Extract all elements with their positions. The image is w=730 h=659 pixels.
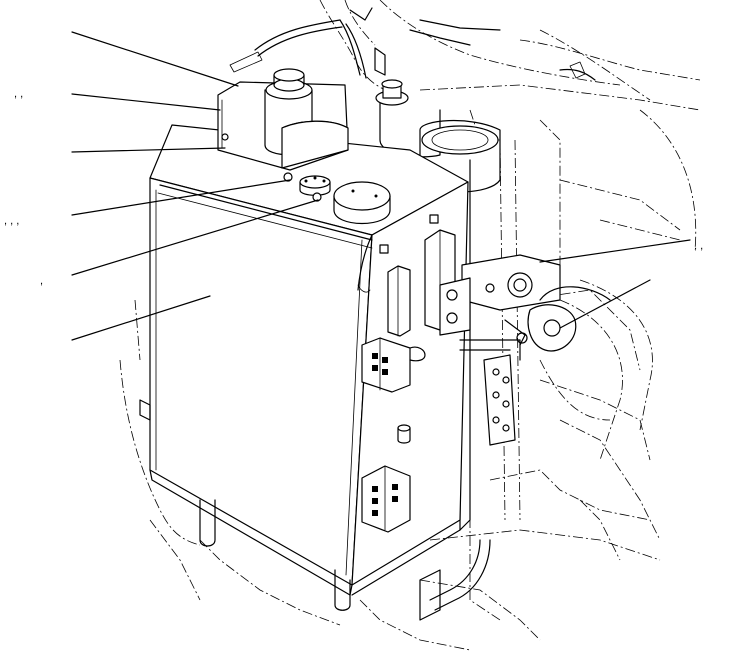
- lower-piping: [139, 399, 491, 621]
- top-hoses: [229, 7, 596, 81]
- filler-cap-assembly: [217, 68, 349, 171]
- callout-7: , ,: [694, 240, 703, 252]
- leader-lines: [71, 31, 691, 341]
- callout-5: ,: [40, 275, 43, 287]
- callout-4: , , ,: [4, 215, 19, 227]
- callout-2: , ,: [14, 88, 23, 100]
- inspection-cover: [333, 181, 391, 225]
- callout-labels: , , , , , , , ,: [4, 88, 703, 287]
- breather-cap: [283, 172, 331, 202]
- side-fittings: [361, 214, 456, 533]
- valve-bracket: [439, 254, 611, 446]
